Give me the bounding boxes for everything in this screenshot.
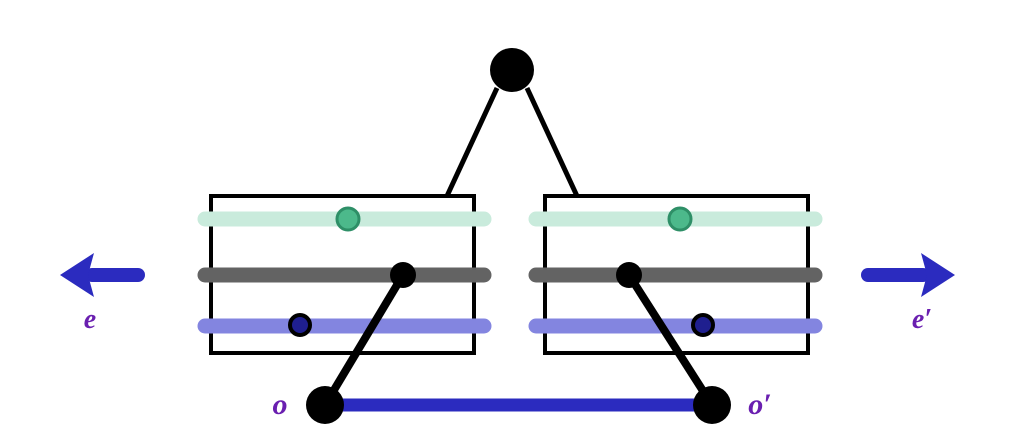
- right-diagonal: [625, 272, 716, 408]
- label-layer: o o′ e e′: [84, 304, 932, 421]
- left-arrow-label: e: [84, 304, 96, 335]
- left-box-black-node-gray-band: [390, 262, 416, 288]
- left-diagonal: [321, 272, 407, 408]
- arrow-layer: [60, 253, 955, 297]
- left-bottom-node: [306, 386, 344, 424]
- right-box-black-node-gray-band: [616, 262, 642, 288]
- right-node-label: o′: [748, 388, 771, 421]
- right-bottom-node: [693, 386, 731, 424]
- left-arrow-head: [60, 253, 94, 297]
- marker-layer: [288, 206, 715, 337]
- right-box-green-dot: [667, 206, 693, 232]
- apex-to-left-box: [444, 86, 500, 198]
- right-arrow-head: [921, 253, 955, 297]
- root-node: [490, 48, 534, 92]
- apex-to-right-box: [524, 86, 580, 198]
- right-box-navy-dot: [691, 313, 715, 337]
- right-arrow-label: e′: [912, 304, 932, 335]
- left-node-label: o: [273, 388, 288, 421]
- left-box-green-dot: [335, 206, 361, 232]
- node-layer: [306, 48, 731, 424]
- left-box-navy-dot: [288, 313, 312, 337]
- edge-layer: [321, 86, 716, 408]
